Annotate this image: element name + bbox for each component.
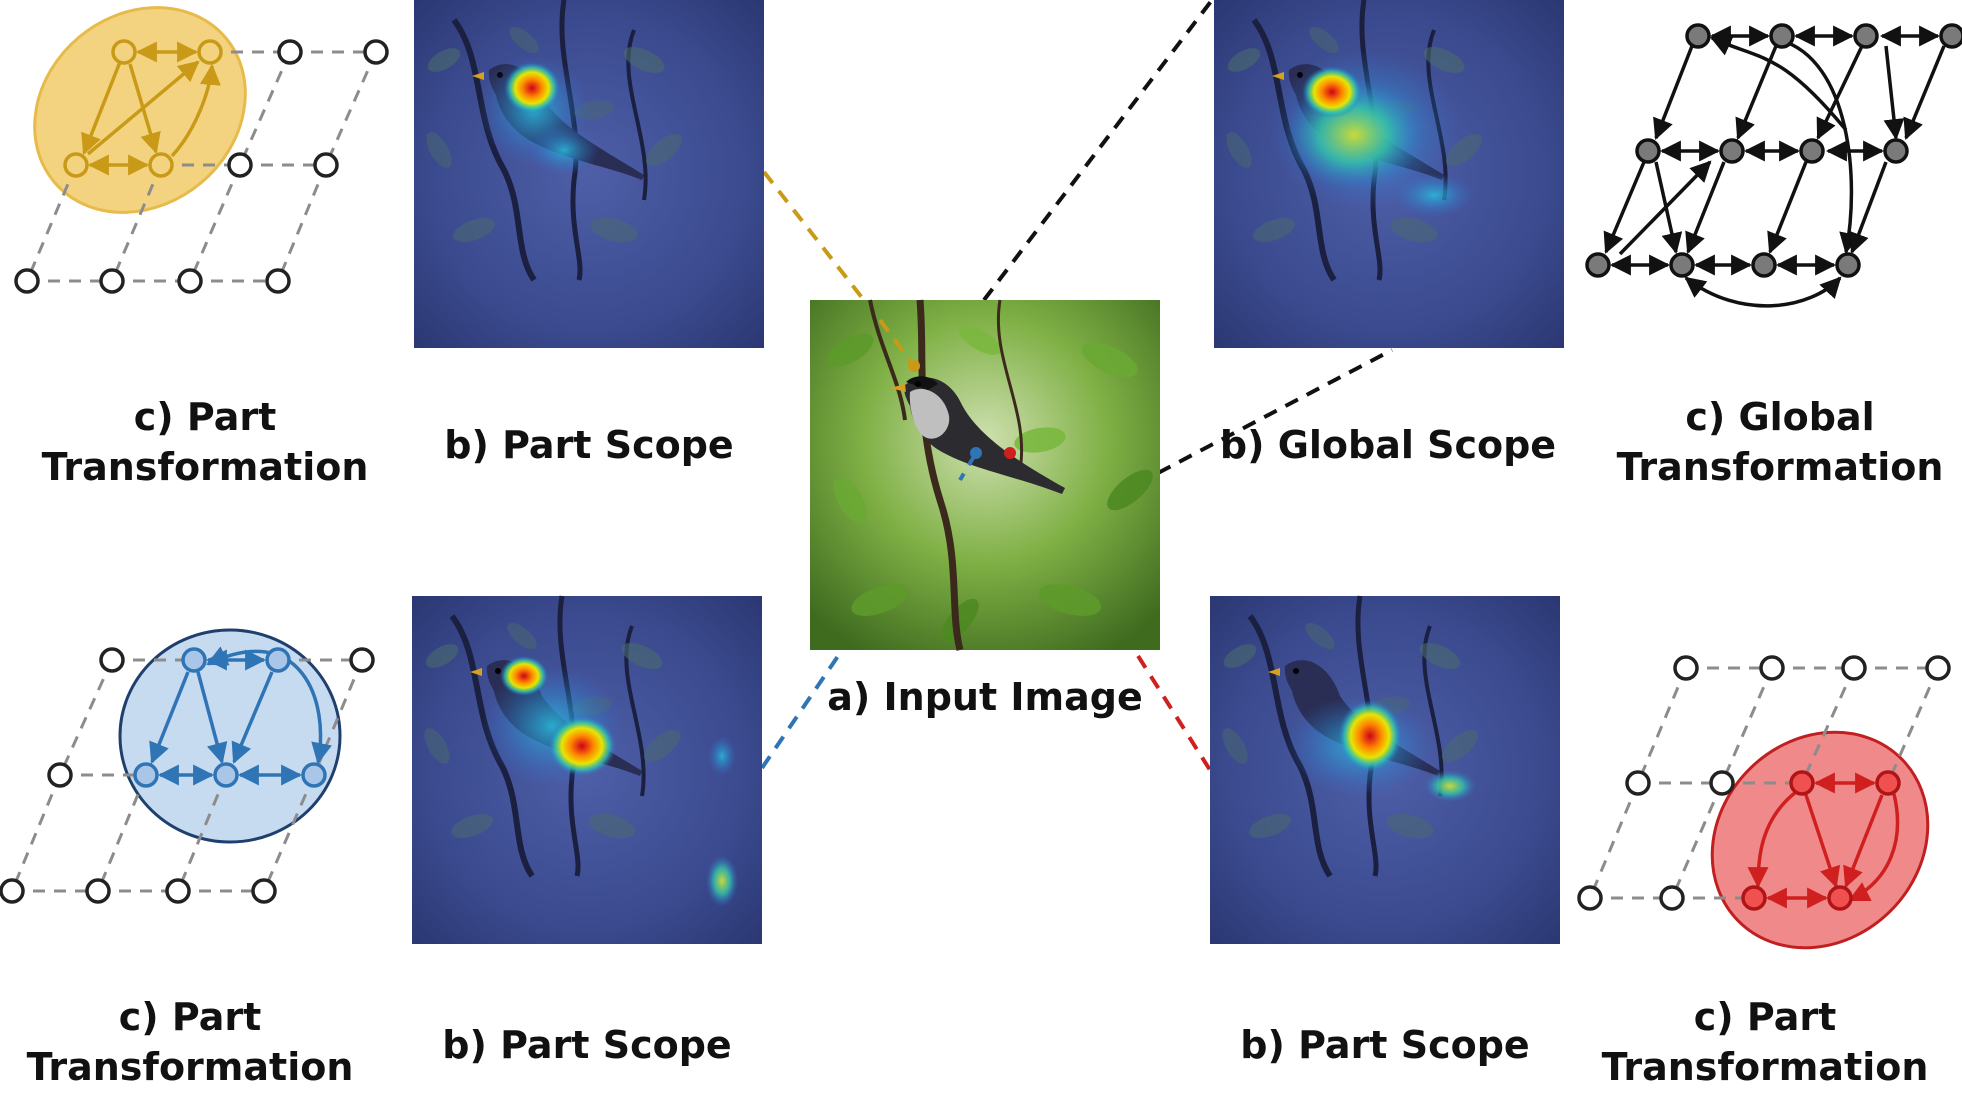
caption-text: b) Part Scope <box>1240 1023 1530 1067</box>
caption-part-transformation-top: c) Part Transformation <box>20 392 390 492</box>
caption-text: b) Part Scope <box>442 1023 732 1067</box>
caption-line-1: c) Part <box>1693 995 1837 1039</box>
caption-text: a) Input Image <box>827 675 1143 719</box>
caption-global-transformation: c) Global Transformation <box>1600 392 1960 492</box>
part-region-blue <box>118 628 342 844</box>
connector-red <box>1008 451 1212 772</box>
connector-black-top <box>982 0 1214 302</box>
caption-part-transformation-bottom-left: c) Part Transformation <box>10 992 370 1092</box>
connector-gold <box>762 170 922 374</box>
heatmap-part-body <box>412 596 762 944</box>
caption-part-scope-bottom-left: b) Part Scope <box>412 1020 762 1070</box>
connector-gold-inner <box>878 318 916 368</box>
part-region-gold <box>33 6 247 214</box>
caption-part-scope-bottom-right: b) Part Scope <box>1210 1020 1560 1070</box>
graph-global <box>1585 23 1962 308</box>
caption-line-2: Transformation <box>1616 445 1944 489</box>
caption-line-1: c) Part <box>133 395 277 439</box>
heatmap-global <box>1214 0 1564 348</box>
caption-text: b) Global Scope <box>1219 423 1557 467</box>
caption-input-image: a) Input Image <box>810 672 1160 722</box>
graph-part-bottom-left <box>0 628 375 904</box>
caption-part-transformation-bottom-right: c) Part Transformation <box>1590 992 1940 1092</box>
caption-global-scope: b) Global Scope <box>1212 420 1564 470</box>
caption-line-1: c) Global <box>1685 395 1875 439</box>
caption-part-scope-top: b) Part Scope <box>414 420 764 470</box>
keypoint-tail <box>1004 447 1016 459</box>
part-region-red <box>1710 730 1930 950</box>
heatmap-part-tail <box>1210 596 1560 944</box>
caption-line-2: Transformation <box>41 445 369 489</box>
graph-part-bottom-right <box>1577 655 1951 950</box>
heatmap-part-head <box>414 0 764 348</box>
caption-line-2: Transformation <box>1601 1045 1929 1089</box>
connector-blue-inner <box>958 451 978 482</box>
input-image <box>810 299 1160 651</box>
connector-black-bottom <box>1157 348 1393 475</box>
caption-line-1: c) Part <box>118 995 262 1039</box>
caption-line-2: Transformation <box>26 1045 354 1089</box>
caption-text: b) Part Scope <box>444 423 734 467</box>
graph-part-top <box>14 6 389 294</box>
